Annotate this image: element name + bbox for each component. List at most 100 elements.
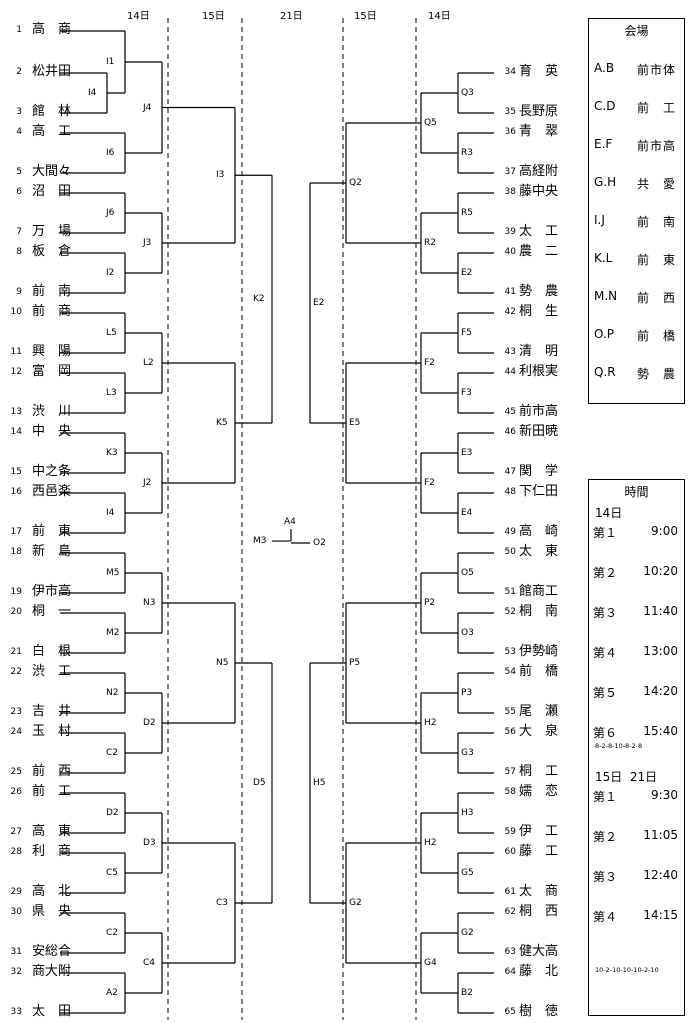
match-label: F2 bbox=[424, 358, 435, 368]
slot-label: 第２ bbox=[593, 830, 618, 844]
match-label: I6 bbox=[106, 148, 115, 158]
venue-code: I.J bbox=[594, 213, 605, 227]
team-name: 中之条 bbox=[32, 464, 72, 479]
match-label: C2 bbox=[106, 928, 119, 938]
team-name: 長野原 bbox=[519, 104, 559, 119]
team-name: 高 崎 bbox=[519, 524, 559, 539]
team-name: 高 工 bbox=[32, 124, 72, 139]
slot-time: 11:40 bbox=[643, 604, 678, 618]
team-number: 48 bbox=[504, 487, 516, 497]
team-name: 利根実 bbox=[519, 364, 559, 379]
team-name: 農 二 bbox=[519, 244, 559, 259]
match-label: G5 bbox=[461, 868, 474, 878]
team-number: 59 bbox=[504, 827, 516, 837]
venue-place: 前 東 bbox=[637, 253, 677, 267]
match-label: Q5 bbox=[424, 118, 437, 128]
match-label: H3 bbox=[461, 808, 474, 818]
team-name: 前 工 bbox=[32, 784, 72, 799]
team-number: 16 bbox=[10, 487, 22, 497]
match-label: I2 bbox=[106, 268, 115, 278]
match-label: E2 bbox=[461, 268, 473, 278]
team-name: 大 泉 bbox=[519, 724, 559, 739]
team-name: 商大附 bbox=[32, 964, 72, 979]
team-name: 太 田 bbox=[32, 1004, 72, 1019]
match-label: M3 bbox=[253, 536, 267, 547]
team-name: 伊市高 bbox=[32, 584, 72, 599]
team-name: 渋 工 bbox=[32, 664, 72, 679]
team-number: 19 bbox=[10, 587, 22, 597]
team-number: 42 bbox=[504, 307, 516, 317]
match-label: L2 bbox=[143, 358, 154, 368]
slot-label: 第３ bbox=[593, 606, 618, 620]
match-label: K5 bbox=[216, 418, 228, 428]
team-name: 前市高 bbox=[519, 404, 559, 419]
match-label: H5 bbox=[313, 778, 326, 788]
team-name: 沼 田 bbox=[32, 184, 72, 199]
team-number: 28 bbox=[10, 847, 22, 857]
slot-time: 12:40 bbox=[643, 868, 678, 882]
team-name: 清 明 bbox=[519, 344, 559, 359]
match-label: D2 bbox=[106, 808, 119, 818]
team-number: 54 bbox=[504, 667, 516, 677]
team-name: 西邑楽 bbox=[32, 484, 72, 499]
match-label: K3 bbox=[106, 448, 118, 458]
team-number: 30 bbox=[10, 907, 22, 917]
match-label: C3 bbox=[216, 898, 229, 908]
venue-place: 前市高 bbox=[637, 139, 677, 153]
match-label: H2 bbox=[424, 718, 437, 728]
team-number: 47 bbox=[504, 467, 516, 477]
team-number: 40 bbox=[504, 247, 516, 257]
team-number: 2 bbox=[16, 67, 22, 77]
team-number: 52 bbox=[504, 607, 516, 617]
team-name: 育 英 bbox=[519, 64, 559, 79]
match-label: D5 bbox=[253, 778, 266, 788]
team-number: 44 bbox=[504, 367, 516, 377]
match-label: O2 bbox=[313, 538, 326, 548]
team-name: 高 北 bbox=[32, 884, 72, 899]
team-number: 9 bbox=[16, 287, 22, 297]
team-name: 高 商 bbox=[32, 22, 72, 37]
slot-label: 第４ bbox=[593, 910, 618, 924]
team-number: 5 bbox=[16, 167, 22, 177]
match-label: G3 bbox=[461, 748, 474, 758]
day15-label: 15日 21日 bbox=[595, 770, 658, 784]
team-name: 中 央 bbox=[32, 424, 72, 439]
venue-place: 勢 農 bbox=[637, 367, 677, 381]
team-name: 桐 一 bbox=[32, 604, 72, 619]
match-label: R2 bbox=[424, 238, 436, 248]
team-name: 桐 生 bbox=[519, 304, 559, 319]
slot-label: 第１ bbox=[593, 790, 618, 804]
venue-place: 前 西 bbox=[637, 291, 677, 305]
match-label: F2 bbox=[424, 478, 435, 488]
team-name: 太 工 bbox=[519, 224, 559, 239]
team-name: 興 陽 bbox=[32, 344, 72, 359]
team-number: 61 bbox=[504, 887, 516, 897]
venue-code: M.N bbox=[594, 289, 618, 303]
team-number: 32 bbox=[10, 967, 22, 977]
team-number: 57 bbox=[504, 767, 516, 777]
team-name: 樹 徳 bbox=[519, 1004, 559, 1019]
team-name: 白 根 bbox=[32, 644, 72, 659]
slot-time: 10:20 bbox=[643, 564, 678, 578]
team-name: 新 島 bbox=[32, 544, 72, 559]
team-name: 桐 西 bbox=[519, 904, 559, 919]
team-name: 富 岡 bbox=[32, 364, 72, 379]
team-name: 青 翠 bbox=[519, 124, 559, 139]
team-number: 56 bbox=[504, 727, 516, 737]
match-label: P2 bbox=[424, 598, 436, 608]
slot-time: 15:40 bbox=[643, 724, 678, 738]
team-name: 松井田 bbox=[32, 64, 72, 79]
team-name: 桐 南 bbox=[519, 604, 559, 619]
team-number: 14 bbox=[10, 427, 22, 437]
team-name: 藤中央 bbox=[519, 184, 559, 199]
team-number: 6 bbox=[16, 187, 22, 197]
team-name: 館商工 bbox=[519, 584, 559, 599]
match-label: Q3 bbox=[461, 88, 474, 98]
day-label: 14日 bbox=[127, 11, 150, 22]
match-label: M2 bbox=[106, 628, 120, 638]
team-number: 64 bbox=[504, 967, 516, 977]
match-label: H2 bbox=[424, 838, 437, 848]
venue-title: 会場 bbox=[624, 24, 649, 38]
